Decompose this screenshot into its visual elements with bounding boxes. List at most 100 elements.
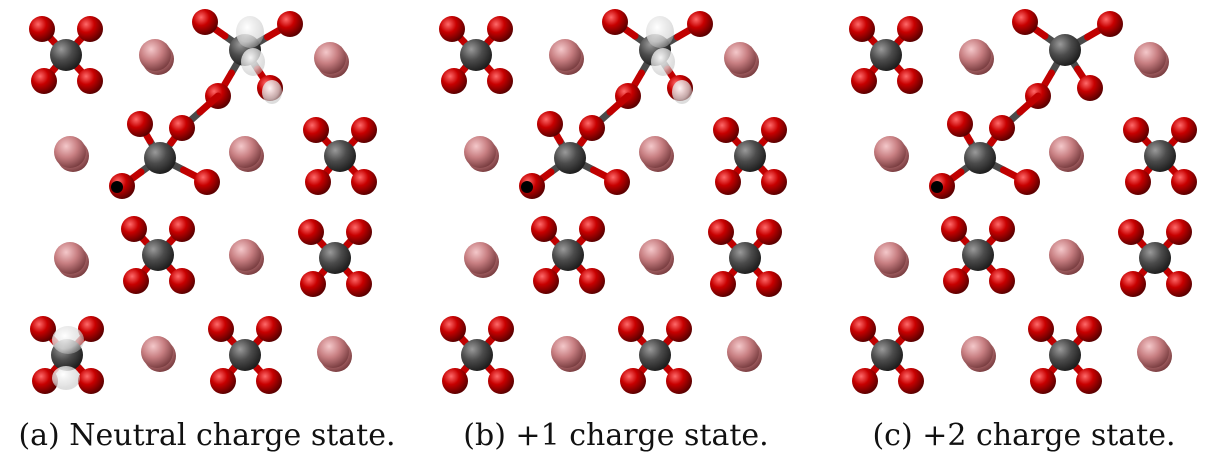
density-cloud bbox=[241, 48, 265, 76]
carbonate-unit bbox=[298, 219, 372, 297]
oxygen-atom bbox=[351, 117, 377, 143]
cation-atom bbox=[551, 336, 583, 368]
cation-atom bbox=[229, 136, 261, 168]
carbon-atom bbox=[1139, 242, 1171, 274]
carbon-atom bbox=[639, 339, 671, 371]
oxygen-atom bbox=[756, 219, 782, 245]
carbon-atom bbox=[229, 339, 261, 371]
carbon-atom bbox=[734, 140, 766, 172]
bond-oxygen-half bbox=[196, 92, 222, 116]
oxygen-atom bbox=[898, 316, 924, 342]
density-cloud bbox=[672, 80, 692, 104]
oxygen-atom bbox=[687, 11, 713, 37]
oxygen-atom bbox=[1171, 169, 1197, 195]
carbon-atom bbox=[871, 339, 903, 371]
panel-b-caption: (b) +1 charge state. bbox=[463, 418, 768, 453]
oxygen-atom bbox=[579, 115, 605, 141]
oxygen-atom bbox=[442, 368, 468, 394]
oxygen-atom bbox=[1166, 271, 1192, 297]
density-cloud bbox=[236, 16, 264, 48]
carbonate-unit bbox=[849, 16, 923, 94]
cation-atom bbox=[961, 336, 993, 368]
oxygen-atom bbox=[127, 111, 153, 137]
cation-atom bbox=[54, 136, 86, 168]
oxygen-atom bbox=[1125, 169, 1151, 195]
oxygen-atom bbox=[30, 316, 56, 342]
oxygen-atom bbox=[488, 316, 514, 342]
oxygen-atom bbox=[761, 169, 787, 195]
cation-atom bbox=[1049, 239, 1081, 271]
carbon-atom bbox=[460, 39, 492, 71]
oxygen-atom bbox=[602, 9, 628, 35]
oxygen-atom bbox=[487, 68, 513, 94]
density-cloud bbox=[646, 16, 674, 48]
oxygen-atom bbox=[1171, 117, 1197, 143]
carbonate-unit bbox=[941, 216, 1015, 294]
panel-a-structure bbox=[29, 9, 377, 394]
oxygen-atom bbox=[1077, 75, 1103, 101]
oxygen-atom bbox=[897, 16, 923, 42]
cation-atom bbox=[139, 39, 171, 71]
carbon-atom bbox=[964, 142, 996, 174]
oxygen-atom bbox=[715, 169, 741, 195]
defect-central-unit bbox=[929, 92, 1042, 199]
carbonate-unit bbox=[618, 316, 692, 394]
bond-oxygen-half bbox=[1016, 92, 1042, 116]
density-cloud bbox=[651, 48, 675, 76]
oxygen-atom bbox=[488, 368, 514, 394]
carbonate-unit bbox=[121, 216, 195, 294]
carbon-atom bbox=[1049, 34, 1081, 66]
oxygen-atom bbox=[620, 368, 646, 394]
oxygen-atom bbox=[850, 316, 876, 342]
carbon-atom bbox=[461, 339, 493, 371]
cation-atom bbox=[639, 239, 671, 271]
oxygen-atom bbox=[31, 68, 57, 94]
oxygen-atom bbox=[346, 271, 372, 297]
density-cloud bbox=[52, 366, 80, 390]
cation-atom bbox=[727, 336, 759, 368]
carbon-atom bbox=[554, 142, 586, 174]
oxygen-atom bbox=[989, 268, 1015, 294]
cation-atom bbox=[1137, 336, 1169, 368]
oxygen-atom bbox=[346, 219, 372, 245]
cation-atom bbox=[464, 136, 496, 168]
carbon-atom bbox=[50, 39, 82, 71]
carbonate-unit bbox=[850, 316, 924, 394]
carbonate-unit bbox=[440, 316, 514, 394]
oxygen-atom bbox=[78, 368, 104, 394]
marker-dot bbox=[521, 181, 533, 193]
carbonate-unit bbox=[713, 117, 787, 195]
marker-dot bbox=[931, 181, 943, 193]
carbonate-unit bbox=[1028, 316, 1102, 394]
cation-atom bbox=[314, 42, 346, 74]
oxygen-atom bbox=[351, 169, 377, 195]
oxygen-atom bbox=[531, 216, 557, 242]
oxygen-atom bbox=[1076, 368, 1102, 394]
oxygen-atom bbox=[439, 16, 465, 42]
oxygen-atom bbox=[169, 268, 195, 294]
carbonate-unit bbox=[303, 117, 377, 195]
oxygen-atom bbox=[1166, 219, 1192, 245]
density-cloud bbox=[52, 326, 84, 354]
cation-atom bbox=[54, 242, 86, 274]
oxygen-atom bbox=[708, 219, 734, 245]
oxygen-atom bbox=[579, 268, 605, 294]
cation-atom bbox=[959, 39, 991, 71]
oxygen-atom bbox=[713, 117, 739, 143]
oxygen-atom bbox=[123, 268, 149, 294]
carbonate-unit bbox=[708, 219, 782, 297]
carbon-atom bbox=[552, 239, 584, 271]
carbonate-unit bbox=[1123, 117, 1197, 195]
panel-c: (c) +2 charge state. bbox=[849, 9, 1197, 453]
bottom-left-unit bbox=[440, 316, 514, 394]
carbon-atom bbox=[324, 140, 356, 172]
panel-c-structure bbox=[849, 9, 1197, 394]
oxygen-atom bbox=[851, 68, 877, 94]
panel-b: (b) +1 charge state. bbox=[439, 9, 787, 453]
oxygen-atom bbox=[194, 169, 220, 195]
oxygen-atom bbox=[1076, 316, 1102, 342]
oxygen-atom bbox=[277, 11, 303, 37]
carbon-atom bbox=[1049, 339, 1081, 371]
carbon-atom bbox=[319, 242, 351, 274]
cation-atom bbox=[874, 136, 906, 168]
